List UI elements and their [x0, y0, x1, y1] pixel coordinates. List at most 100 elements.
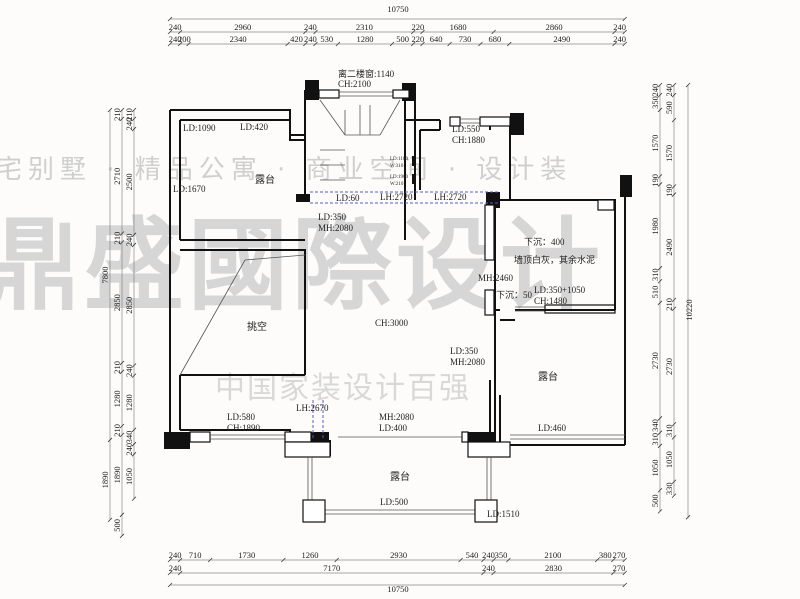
dim-tick	[478, 41, 483, 47]
dim-tick	[420, 41, 425, 47]
dim-tick	[657, 416, 663, 421]
room-label-terrace-nw: 露台	[255, 173, 275, 186]
room-label-terrace-s: 露台	[390, 470, 410, 483]
dim-tick	[131, 107, 137, 113]
dim-tick	[671, 184, 677, 189]
dim-tick	[506, 41, 512, 47]
dim-value: 1980	[650, 218, 660, 235]
dim-value: 310	[650, 433, 660, 446]
sunken-50-label: 下沉：50	[496, 290, 533, 300]
dim-value: 240	[482, 563, 495, 573]
dim-tick	[389, 41, 395, 47]
dim-value: 500	[396, 34, 409, 44]
dim-tick	[167, 570, 173, 576]
anno-ld400: LD:400	[379, 423, 407, 433]
dim-value: 270	[613, 550, 626, 560]
dim-value: 7170	[323, 563, 340, 573]
dim-tick	[671, 92, 677, 98]
anno-ld350-b: LD:350	[450, 346, 478, 356]
dim-value: 210	[112, 424, 122, 437]
dashed-beams	[310, 191, 500, 440]
dim-value: 2830	[545, 563, 562, 573]
watermark-slogan: 宅别墅 · 精品公寓 · 商业空间 · 设计装	[0, 155, 572, 185]
dim-tick	[671, 297, 677, 303]
dim-tick	[657, 82, 663, 88]
wall-blocks	[164, 80, 632, 449]
dim-tick	[622, 29, 628, 35]
dim-tick	[506, 557, 511, 563]
dim-tick	[119, 116, 125, 122]
dim-value: 240	[169, 563, 182, 573]
dim-value: 1570	[664, 145, 674, 162]
dim-value: 590	[664, 101, 674, 114]
dim-tick	[410, 41, 416, 47]
anno-lh2670: LH:2670	[296, 403, 329, 413]
dim-value: 1730	[238, 550, 255, 560]
dim-tick	[313, 29, 318, 35]
dim-value: 1280	[124, 394, 134, 411]
dim-value: 380	[599, 550, 612, 560]
dim-tick	[167, 29, 173, 35]
room-label-terrace-e: 露台	[538, 370, 558, 383]
dim-tick	[622, 41, 628, 47]
anno-ld550: LD:550	[452, 124, 480, 134]
dim-tick	[119, 533, 125, 539]
dim-value: 420	[290, 34, 303, 44]
dim-value: 2710	[112, 168, 122, 185]
dim-tick	[119, 240, 125, 245]
dim-value: 2490	[664, 239, 674, 256]
dim-tick	[177, 41, 183, 47]
dim-tick	[186, 41, 191, 47]
stairs	[179, 99, 401, 376]
anno-ld1090: LD:1090	[183, 123, 216, 133]
dim-value: 2310	[356, 22, 373, 32]
dim-tick	[657, 430, 663, 435]
dim-value: 510	[650, 286, 660, 299]
dim-tick	[131, 373, 137, 378]
anno-ld1900: LD:1900	[390, 175, 409, 180]
dim-value: 680	[488, 34, 501, 44]
dim-value: 2730	[664, 358, 674, 375]
room-label-void: 挑空	[247, 320, 267, 333]
dim-value: 500	[112, 519, 122, 532]
windows	[189, 89, 625, 443]
dim-value: 1890	[100, 471, 110, 488]
room-label-main-hall: CH:3000	[375, 318, 409, 328]
dim-value: 220	[412, 22, 425, 32]
dim-tick	[685, 515, 691, 520]
dim-value: 2490	[553, 34, 570, 44]
anno-w210: W:210	[390, 182, 404, 187]
dim-tick	[491, 557, 496, 563]
dim-value: 350	[650, 96, 660, 109]
dim-tick	[167, 557, 173, 563]
dim-tick	[657, 182, 663, 187]
dim-value: 210	[124, 108, 134, 121]
dim-tick	[207, 557, 213, 563]
dim-tick	[671, 479, 677, 485]
dim-tick	[657, 300, 663, 306]
dim-tick	[131, 441, 137, 447]
dim-tick	[657, 487, 663, 493]
dim-right-total: 10220	[684, 299, 694, 320]
dim-tick	[107, 107, 113, 113]
dim-tick	[167, 41, 173, 47]
dim-value: 2730	[650, 352, 660, 369]
dim-value: 190	[650, 174, 660, 187]
south-terrace	[284, 441, 511, 523]
anno-stair-window: 离二楼窗:1140	[338, 68, 395, 79]
dim-value: 240	[304, 22, 317, 32]
anno-lh2720-b: LH:2720	[434, 192, 467, 202]
dim-tick	[410, 29, 416, 35]
anno-ld1160: LD:1160	[390, 157, 408, 162]
dim-value: 710	[189, 550, 202, 560]
dim-value: 1050	[664, 451, 674, 468]
dim-tick	[131, 452, 137, 457]
dim-value: 240	[482, 550, 495, 560]
dim-value: 340	[124, 431, 134, 444]
dim-tick	[671, 306, 677, 312]
dim-value: 310	[650, 268, 660, 281]
dim-tick	[458, 557, 463, 563]
room-label-sunken: 下沉：400	[524, 237, 565, 247]
